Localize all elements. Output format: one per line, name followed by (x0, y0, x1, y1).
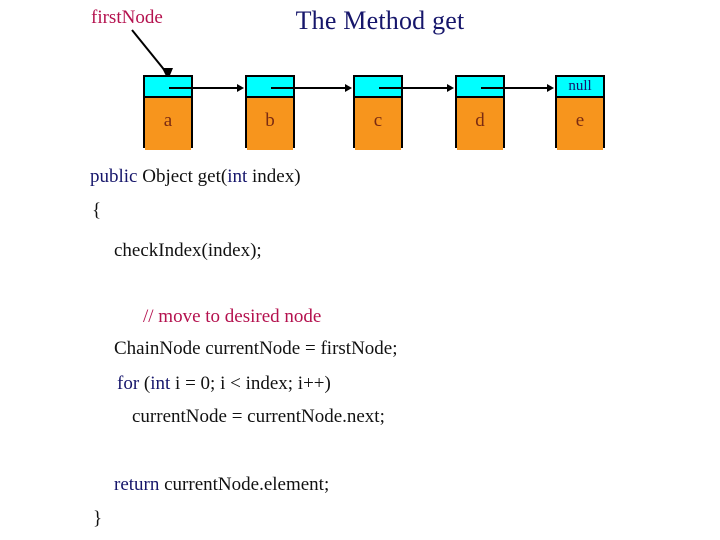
node-element-field: c (355, 98, 401, 150)
next-pointer-arrow-icon (295, 87, 346, 89)
code-line: currentNode = currentNode.next; (132, 405, 385, 429)
page-title: The Method get (295, 6, 465, 35)
first-node-pointer-arrow-icon (131, 29, 173, 80)
code-line: // move to desired node (143, 305, 321, 329)
code-token-blk: checkIndex(index); (114, 240, 262, 261)
code-line: { (92, 199, 101, 223)
next-pointer-arrowhead-icon (547, 84, 554, 92)
list-node: b (245, 75, 295, 150)
code-line: public Object get(int index) (90, 165, 301, 189)
node-pointer-stub (481, 87, 507, 89)
list-node: c (353, 75, 403, 150)
code-line: for (int i = 0; i < index; i++) (117, 372, 331, 396)
code-token-blk: i = 0; i < index; i++) (170, 373, 331, 394)
node-element-field: a (145, 98, 191, 150)
node-pointer-stub (379, 87, 405, 89)
node-link-field (247, 77, 293, 98)
next-pointer-arrowhead-icon (237, 84, 244, 92)
node-pointer-stub (169, 87, 195, 89)
code-token-blk: Object get( (142, 166, 228, 187)
node-link-field (355, 77, 401, 98)
code-token-kw: return (114, 474, 160, 495)
code-token-kw: int (150, 373, 171, 394)
node-element-field: b (247, 98, 293, 150)
list-node: a (143, 75, 193, 150)
code-token-cmt: // move to desired node (143, 306, 322, 327)
code-token-blk: index) (247, 166, 301, 187)
node-element-field: d (457, 98, 503, 150)
code-line: ChainNode currentNode = firstNode; (114, 337, 398, 361)
code-line: } (93, 507, 102, 531)
next-pointer-arrowhead-icon (345, 84, 352, 92)
code-line: checkIndex(index); (114, 239, 262, 263)
code-token-blk: currentNode = currentNode.next; (132, 406, 385, 427)
code-token-blk: ChainNode currentNode = firstNode; (114, 338, 398, 359)
node-pointer-stub (271, 87, 297, 89)
next-pointer-arrow-icon (505, 87, 548, 89)
code-token-kw: int (227, 166, 248, 187)
code-token-blk: currentNode.element; (159, 474, 330, 495)
code-token-blk: { (92, 200, 102, 221)
code-token-kw: public (90, 166, 143, 187)
list-node: d (455, 75, 505, 150)
node-link-field (145, 77, 191, 98)
node-link-field (457, 77, 503, 98)
node-element-field: e (557, 98, 603, 150)
next-pointer-arrow-icon (193, 87, 238, 89)
node-link-field: null (557, 77, 603, 98)
code-token-blk: ( (139, 373, 151, 394)
next-pointer-arrowhead-icon (447, 84, 454, 92)
first-node-label: firstNode (91, 7, 163, 28)
code-line: return currentNode.element; (114, 473, 329, 497)
code-token-kw: for (117, 373, 140, 394)
next-pointer-arrow-icon (403, 87, 448, 89)
code-token-blk: } (93, 508, 103, 529)
